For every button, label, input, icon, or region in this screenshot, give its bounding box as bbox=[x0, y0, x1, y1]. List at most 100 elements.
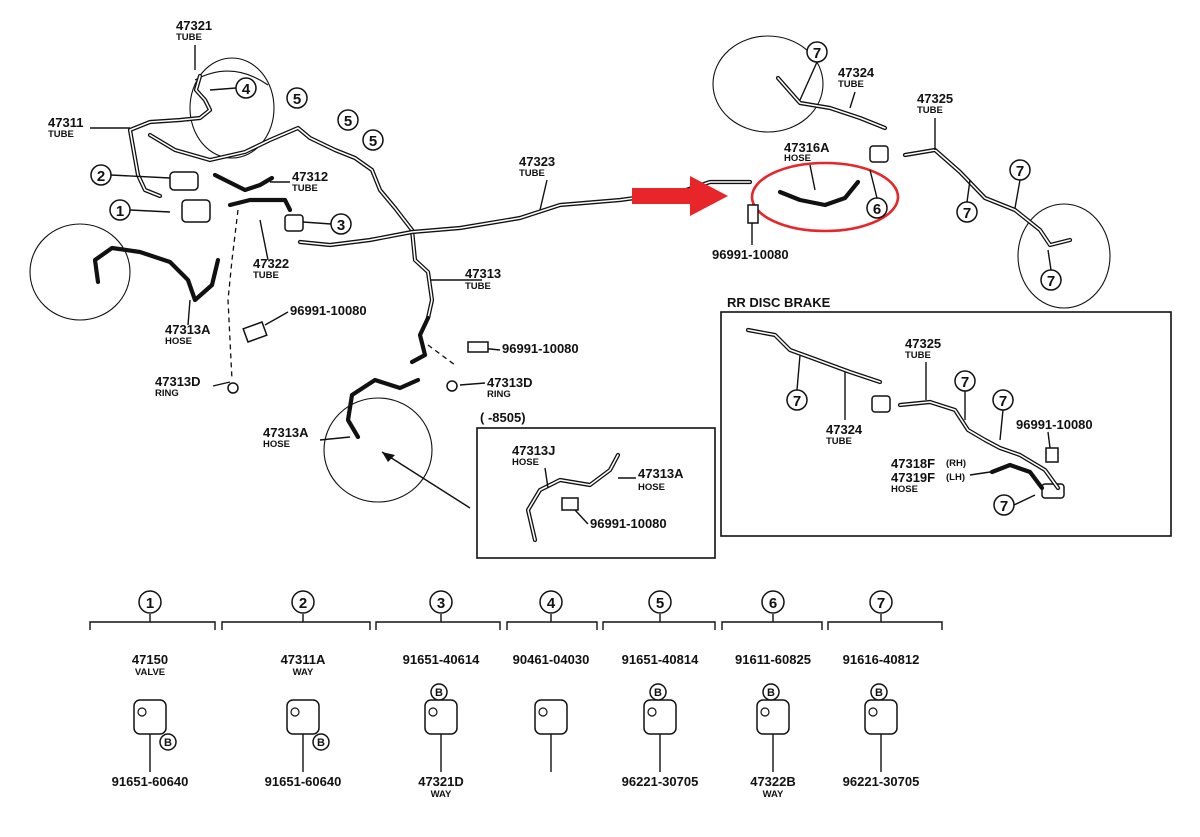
legend-top-part-number: 91611-60825 bbox=[735, 652, 811, 667]
callout-7: 7 bbox=[956, 201, 978, 223]
legend-number-circle bbox=[539, 590, 563, 614]
bolt-symbol-circle bbox=[159, 733, 177, 751]
label-47324-top: 47324 bbox=[838, 65, 875, 80]
svg-text:7: 7 bbox=[999, 393, 1007, 410]
legend-top-part-type: VALVE bbox=[135, 667, 165, 678]
legend-bottom-part-number: 96221-30705 bbox=[622, 774, 699, 789]
label-47311-type: TUBE bbox=[48, 129, 74, 140]
inset-rr-disc-brake: RR DISC BRAKE 7 7 7 7 47325 TUBE 47324 T… bbox=[720, 295, 1172, 537]
legend-number-circle bbox=[869, 590, 893, 614]
legend-part-drawing bbox=[756, 699, 790, 735]
label-47324-top-type: TUBE bbox=[838, 79, 864, 90]
bolt-symbol-circle bbox=[762, 683, 780, 701]
legend-top-part-number: 47311A bbox=[281, 652, 326, 667]
rr-label-47324: 47324 bbox=[826, 422, 863, 437]
label-47313D-left-type: RING bbox=[155, 388, 179, 399]
svg-text:1: 1 bbox=[116, 203, 124, 220]
bolt-symbol-circle bbox=[870, 683, 888, 701]
legend-top-part-number: 91651-40614 bbox=[403, 652, 480, 667]
legend-part-drawing bbox=[133, 699, 167, 735]
label-47313A-center-type: HOSE bbox=[263, 439, 290, 450]
rr-label-47325-type: TUBE bbox=[905, 350, 931, 361]
bolt-symbol: B bbox=[767, 687, 775, 699]
legend-part-hole bbox=[647, 707, 657, 717]
bolt-symbol: B bbox=[164, 737, 172, 749]
svg-text:7: 7 bbox=[963, 205, 971, 222]
rr-disc-brake-title: RR DISC BRAKE bbox=[727, 295, 831, 310]
label-47321: 47321 bbox=[176, 18, 212, 33]
label-96991-c: 96991-10080 bbox=[712, 247, 789, 262]
legend-bottom-part-type: WAY bbox=[763, 789, 784, 800]
callout-4: 4 bbox=[235, 77, 257, 99]
svg-text:7: 7 bbox=[1047, 273, 1055, 290]
label-96991-a: 96991-10080 bbox=[290, 303, 367, 318]
inset-label-47313J-type: HOSE bbox=[512, 457, 539, 468]
legend-number: 5 bbox=[656, 595, 664, 612]
label-47321-type: TUBE bbox=[176, 32, 202, 43]
legend-part-drawing bbox=[534, 699, 568, 735]
legend-top-part-number: 47150 bbox=[132, 652, 168, 667]
legend-bracket bbox=[221, 614, 371, 630]
legend-number-circle bbox=[291, 590, 315, 614]
svg-text:7: 7 bbox=[813, 45, 821, 62]
bolt-symbol-circle bbox=[312, 733, 330, 751]
svg-text:3: 3 bbox=[337, 217, 345, 234]
label-47313A-left: 47313A bbox=[165, 322, 211, 337]
rr-label-47324-type: TUBE bbox=[826, 436, 852, 447]
bolt-symbol: B bbox=[654, 687, 662, 699]
bolt-symbol: B bbox=[435, 687, 443, 699]
legend-number: 3 bbox=[437, 595, 445, 612]
legend-bottom-part-number: 47322B bbox=[750, 774, 796, 789]
legend-top-part-number: 91616-40812 bbox=[843, 652, 920, 667]
legend-item-4: 4 90461-04030 bbox=[506, 590, 598, 772]
callout-5: 5 bbox=[337, 109, 359, 131]
svg-text:7: 7 bbox=[793, 393, 801, 410]
bolt-symbol-circle bbox=[430, 683, 448, 701]
inset-pointer-arrowhead bbox=[382, 452, 395, 462]
svg-text:7: 7 bbox=[1016, 163, 1024, 180]
inset-label-47313A: 47313A bbox=[638, 466, 684, 481]
rear-left-wheel bbox=[712, 35, 824, 133]
svg-text:7: 7 bbox=[1000, 498, 1008, 515]
legend-part-drawing bbox=[643, 699, 677, 735]
callout-7: 7 bbox=[1009, 159, 1031, 181]
legend-part-drawing bbox=[424, 699, 458, 735]
svg-text:5: 5 bbox=[344, 113, 352, 130]
label-47313: 47313 bbox=[465, 266, 501, 281]
legend-part-drawing bbox=[286, 699, 320, 735]
label-47325-top-type: TUBE bbox=[917, 105, 943, 116]
svg-text:2: 2 bbox=[97, 168, 105, 185]
callout-7: 7 bbox=[1040, 269, 1062, 291]
callout-3: 3 bbox=[330, 213, 352, 235]
legend-part-hole bbox=[290, 707, 300, 717]
label-96991-b: 96991-10080 bbox=[502, 341, 579, 356]
svg-text:5: 5 bbox=[293, 91, 301, 108]
legend-part-hole bbox=[868, 707, 878, 717]
legend-top-part-number: 90461-04030 bbox=[513, 652, 590, 667]
legend-bracket bbox=[375, 614, 501, 630]
legend-bottom-part-number: 47321D bbox=[418, 774, 464, 789]
legend-number-circle bbox=[761, 590, 785, 614]
bolt-symbol: B bbox=[317, 737, 325, 749]
inset-pointer-line bbox=[381, 451, 471, 509]
legend-bottom-part-number: 91651-60640 bbox=[112, 774, 189, 789]
rr-label-47318F: 47318F bbox=[891, 456, 935, 471]
legend-number: 1 bbox=[146, 595, 154, 612]
label-47312-type: TUBE bbox=[292, 183, 318, 194]
part-labels: 47321 TUBE 47311 TUBE 47312 TUBE 47322 T… bbox=[48, 18, 953, 450]
callout-2: 2 bbox=[90, 164, 112, 186]
legend-bottom-part-number: 96221-30705 bbox=[843, 774, 920, 789]
highlight-arrow bbox=[632, 176, 728, 216]
label-47323: 47323 bbox=[519, 154, 555, 169]
legend-number: 4 bbox=[547, 595, 556, 612]
brake-tubes bbox=[92, 73, 1073, 440]
label-47323-type: TUBE bbox=[519, 168, 545, 179]
svg-text:7: 7 bbox=[961, 374, 969, 391]
label-47316A: 47316A bbox=[784, 140, 830, 155]
